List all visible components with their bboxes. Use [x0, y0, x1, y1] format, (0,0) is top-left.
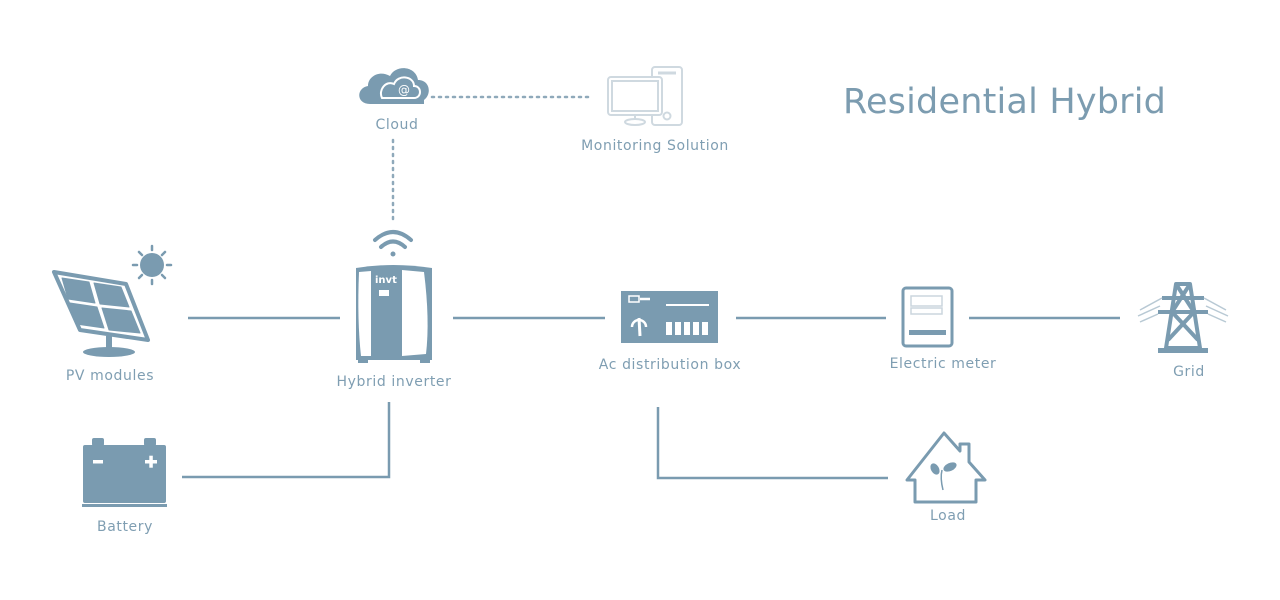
connection-battery-inverter — [182, 402, 391, 479]
electric-meter-icon — [901, 286, 954, 348]
desktop-computer-icon — [607, 66, 683, 126]
battery-icon — [82, 438, 167, 507]
ac-distribution-box-label: Ac distribution box — [598, 357, 742, 373]
inverter-icon: invt — [356, 265, 432, 363]
grid-label: Grid — [1173, 364, 1205, 380]
cloud-label: Cloud — [375, 117, 419, 133]
sun-icon — [131, 244, 173, 286]
cloud-at-icon: @ — [359, 68, 429, 104]
house-plant-icon — [905, 431, 987, 504]
battery-label: Battery — [96, 519, 154, 535]
electric-meter-label: Electric meter — [889, 356, 997, 372]
distribution-box-icon — [621, 291, 718, 343]
monitoring-solution-label: Monitoring Solution — [581, 138, 729, 154]
inverter-brand-logo: invt — [375, 275, 397, 286]
pv-modules-label: PV modules — [65, 368, 155, 384]
hybrid-inverter-label: Hybrid inverter — [336, 374, 452, 390]
transmission-tower-icon — [1137, 282, 1229, 353]
connection-acbox-load — [656, 407, 888, 480]
diagram-title: Residential Hybrid — [843, 82, 1167, 122]
load-label: Load — [930, 508, 966, 524]
solar-panel-icon — [52, 270, 150, 357]
wifi-icon — [373, 230, 413, 257]
svg-text:@: @ — [398, 83, 410, 97]
